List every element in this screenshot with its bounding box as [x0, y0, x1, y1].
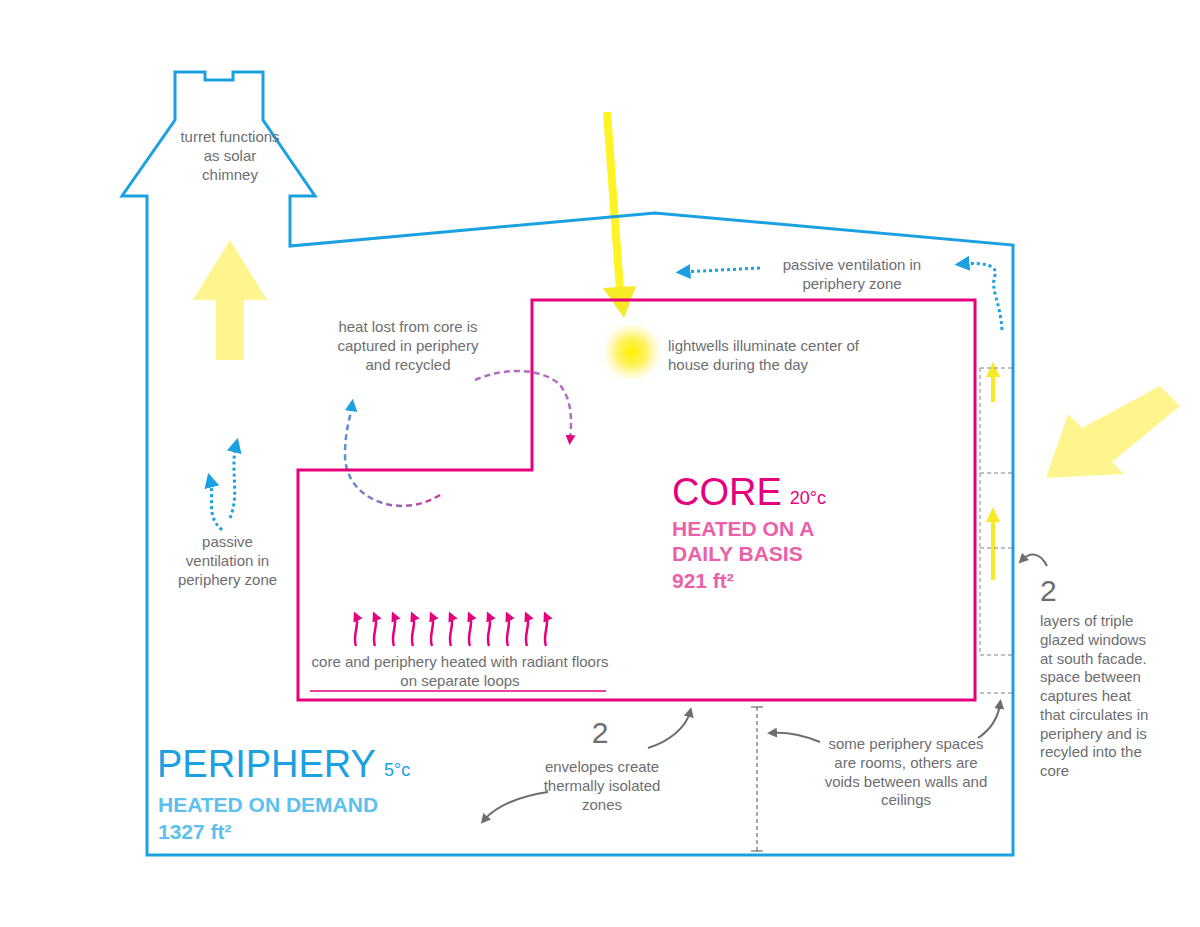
note: lightwells illuminate center of house du…	[668, 337, 883, 375]
leader-arrows-part	[648, 712, 690, 748]
note: passive ventilation in periphery zone	[170, 533, 285, 589]
callout-number: 2	[585, 718, 615, 748]
window-layers	[980, 368, 1013, 693]
radiant-arrow	[545, 616, 547, 646]
note: core and periphery heated with radiant f…	[305, 653, 615, 691]
leader-arrows-part	[978, 704, 1000, 738]
window-layers-part	[980, 693, 1013, 694]
note: heat lost from core is captured in perip…	[328, 318, 488, 374]
radiant-arrow	[450, 616, 452, 646]
zone-name: PERIPHERY	[157, 742, 376, 788]
radiant-arrow	[412, 616, 414, 646]
window-layers-part	[980, 473, 1013, 474]
dimension-line	[751, 707, 763, 851]
zone-outline-path	[122, 72, 1013, 855]
sun-arrows-part	[991, 520, 995, 580]
sun-arrows-part	[603, 286, 636, 318]
callout-number: 2	[1040, 576, 1070, 606]
note: envelopes create thermally isolated zone…	[532, 758, 672, 814]
radiant-arrow	[526, 616, 528, 646]
zone-outline-path	[298, 300, 975, 700]
zone-area: 921 ft²	[672, 568, 734, 593]
ventilation-arrows-part	[683, 268, 760, 272]
ventilation-arrows	[210, 263, 1002, 530]
note: some periphery spaces are rooms, others …	[822, 735, 990, 810]
leader-arrows-part	[772, 733, 820, 742]
sun-arrows-part	[1046, 386, 1180, 478]
floor-line	[310, 690, 606, 692]
zone-heating: HEATED ON A DAILY BASIS	[672, 516, 847, 566]
zone-area: 1327 ft²	[158, 819, 232, 844]
zone-name: CORE	[672, 470, 782, 516]
sun-arrows-part	[991, 375, 995, 402]
radiant-arrow	[355, 616, 357, 646]
window-layers-part	[980, 548, 1013, 549]
dimension-line-part	[751, 706, 763, 707]
heat-recycle-arrows-part	[475, 371, 571, 440]
note: turret functions as solar chimney	[180, 128, 280, 184]
radiant-arrow	[507, 616, 509, 646]
radiant-floor-arrows	[355, 616, 547, 646]
sun-arrows-part	[193, 240, 267, 360]
sun-arrows	[193, 112, 1180, 580]
lightwell-glow	[604, 324, 660, 380]
window-layers-part	[980, 655, 1013, 656]
zone-temperature: 5°c	[384, 760, 410, 782]
ventilation-arrows-part	[210, 480, 222, 530]
radiant-arrow	[431, 616, 433, 646]
ventilation-arrows-part	[962, 263, 1002, 330]
leader-arrows-part	[1022, 555, 1047, 566]
zone-heating: HEATED ON DEMAND	[158, 792, 378, 817]
heat-recycle-arrows-part	[345, 405, 440, 506]
ventilation-arrows-part	[230, 445, 236, 518]
radiant-arrow	[374, 616, 376, 646]
radiant-arrow	[393, 616, 395, 646]
note: layers of triple glazed windows at south…	[1040, 612, 1158, 781]
sun-arrows-part	[607, 112, 620, 290]
window-layers-part	[980, 368, 1013, 369]
radiant-arrow	[488, 616, 490, 646]
leader-arrows-part	[484, 792, 548, 820]
leader-arrows	[484, 555, 1047, 820]
sun-arrows-part	[986, 507, 1000, 522]
radiant-arrow	[469, 616, 471, 646]
heat-recycle-arrows	[345, 371, 571, 506]
window-layers-part	[980, 368, 981, 655]
dimension-line-part	[751, 850, 763, 851]
sun-arrows-part	[986, 362, 1000, 377]
dimension-line-part	[756, 707, 757, 851]
note: passive ventilation in periphery zone	[752, 256, 952, 294]
zone-temperature: 20°c	[790, 488, 826, 510]
